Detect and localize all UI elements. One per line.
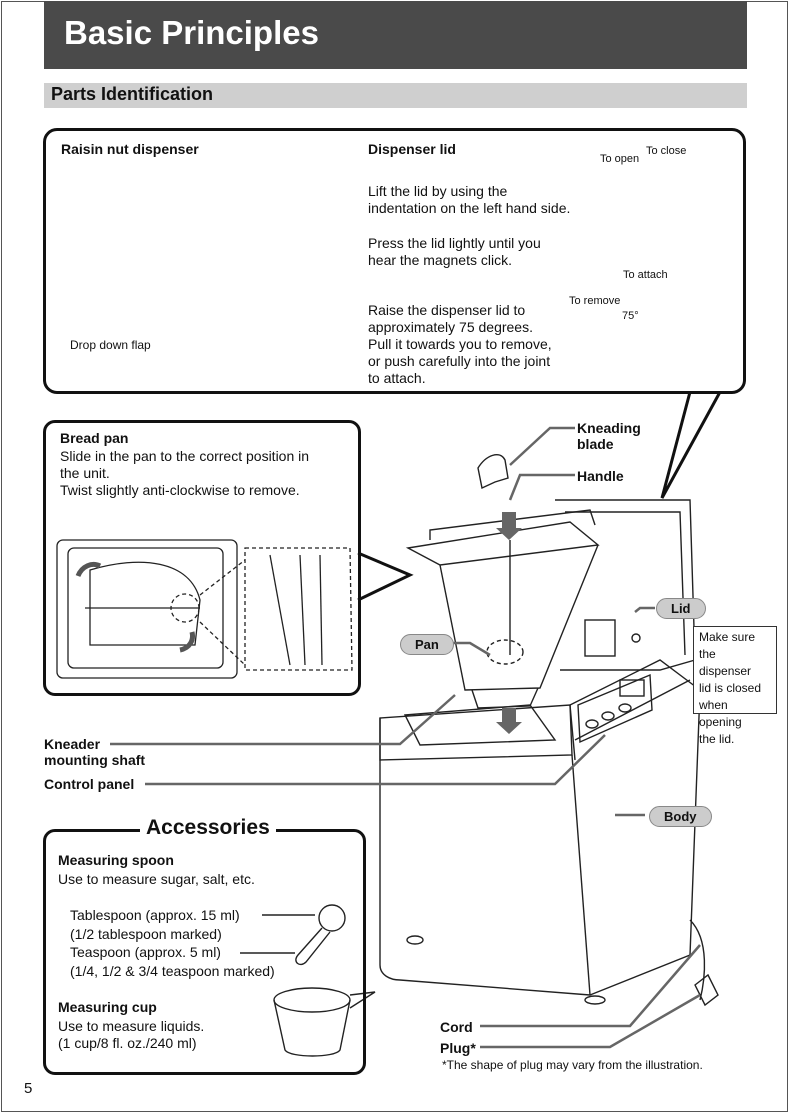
plug-callout: Plug* <box>440 1040 476 1056</box>
bread-pan-heading: Bread pan <box>60 430 129 446</box>
title-bar <box>44 1 747 69</box>
teaspoon-marked: (1/4, 1/2 & 3/4 teaspoon marked) <box>70 963 275 979</box>
pan-callout: Pan <box>400 634 454 655</box>
to-attach-label: To attach <box>623 269 668 281</box>
bread-pan-text: Slide in the pan to the correct position… <box>60 448 310 498</box>
section-bar <box>44 83 747 108</box>
measuring-spoon-heading: Measuring spoon <box>58 852 174 868</box>
drop-down-flap-label: Drop down flap <box>70 338 151 352</box>
cord-callout: Cord <box>440 1019 473 1035</box>
body-callout: Body <box>649 806 712 827</box>
top-panel <box>43 128 746 394</box>
bread-pan-panel <box>43 420 361 696</box>
page-number: 5 <box>24 1080 33 1097</box>
dispenser-lid-heading: Dispenser lid <box>368 141 456 157</box>
footnote: *The shape of plug may vary from the ill… <box>442 1058 703 1072</box>
accessories-title: Accessories <box>140 816 276 840</box>
angle-label: 75° <box>622 310 639 322</box>
measuring-spoon-text: Use to measure sugar, salt, etc. <box>58 871 255 887</box>
measuring-cup-heading: Measuring cup <box>58 999 157 1015</box>
control-panel-callout: Control panel <box>44 776 135 792</box>
to-remove-label: To remove <box>569 295 621 307</box>
raisin-heading: Raisin nut dispenser <box>61 141 199 157</box>
handle-callout: Handle <box>577 468 624 484</box>
bread-pan-insertion-illustration <box>56 539 353 679</box>
to-close-label: To close <box>646 145 687 157</box>
teaspoon-label: Teaspoon (approx. 5 ml) <box>70 944 221 960</box>
accessories-illustration <box>240 904 376 1057</box>
section-title: Parts Identification <box>51 84 214 104</box>
page-title: Basic Principles <box>64 14 319 51</box>
lid-callout: Lid <box>656 598 706 619</box>
bread-maker-illustration <box>379 454 719 1007</box>
measuring-cup-text: Use to measure liquids.(1 cup/8 fl. oz./… <box>58 1018 205 1051</box>
to-open-label: To open <box>600 153 640 165</box>
tablespoon-label: Tablespoon (approx. 15 ml) <box>70 907 240 923</box>
tablespoon-marked: (1/2 tablespoon marked) <box>70 926 222 942</box>
